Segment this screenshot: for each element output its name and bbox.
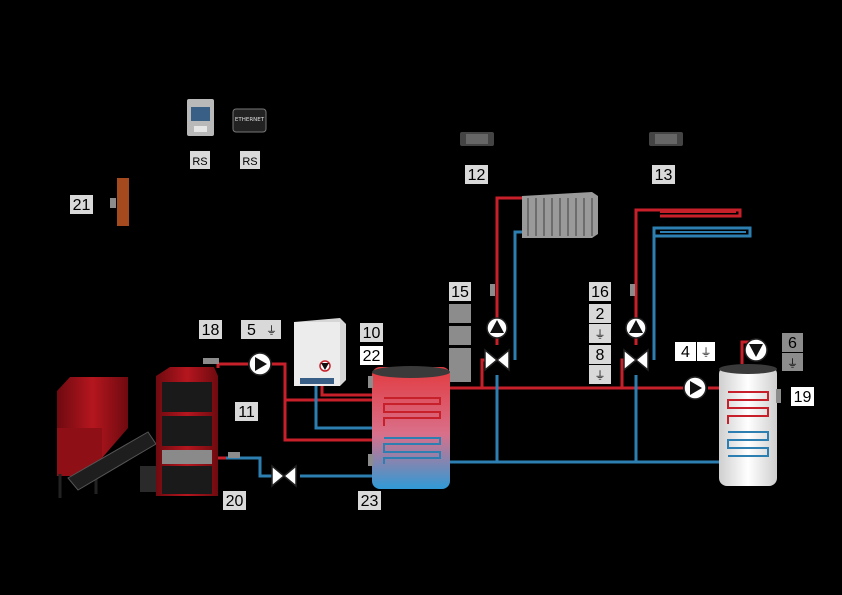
label-10: 10 xyxy=(360,323,383,342)
ground-icon: ⏚ xyxy=(266,324,277,337)
pellet-hopper xyxy=(57,377,128,498)
ground-icon: ⏚ xyxy=(595,328,606,341)
label-20: 20 xyxy=(223,491,246,510)
label-column-16: 16 2 ⏚ 8 ⏚ xyxy=(589,282,611,384)
label-6-text: 6 xyxy=(788,335,797,352)
label-11: 11 xyxy=(235,402,258,421)
label-8-text: 8 xyxy=(596,347,605,364)
label-4-text: 4 xyxy=(681,344,690,361)
p4-label: P4 xyxy=(688,404,701,416)
label-6: 6 ⏚ xyxy=(782,333,803,371)
label-13-text: 13 xyxy=(655,167,673,184)
outdoor-sensor xyxy=(110,178,129,226)
sensor-1 xyxy=(490,284,495,296)
ethernet-label: ETHERNET xyxy=(235,117,265,123)
boiler-sensor-bottom xyxy=(228,452,240,458)
rs-label-1: RS xyxy=(192,156,207,168)
label-5: 5 ⏚ xyxy=(241,320,281,339)
boiler-pump xyxy=(248,352,272,376)
rs-label-2: RS xyxy=(242,156,257,168)
circuit-pump-1 xyxy=(486,317,508,339)
label-19-text: 19 xyxy=(794,389,812,406)
label-22-text: 22 xyxy=(363,348,381,365)
hot-pipes xyxy=(216,196,758,460)
label-13: 13 xyxy=(652,165,675,184)
label-10-text: 10 xyxy=(363,325,381,342)
label-21-text: 21 xyxy=(73,197,91,214)
radiator xyxy=(522,192,598,238)
cold-pipes xyxy=(226,226,752,478)
wall-gas-boiler xyxy=(294,318,346,386)
label-12-text: 12 xyxy=(468,167,486,184)
room-thermostat-2 xyxy=(649,132,683,146)
pump-p4: P4 xyxy=(683,376,707,416)
label-21: 21 xyxy=(70,195,93,214)
label-12: 12 xyxy=(465,165,488,184)
label-11-text: 11 xyxy=(238,404,255,421)
buffer-tank xyxy=(368,366,450,489)
label-19: 19 xyxy=(791,387,814,406)
ground-icon: ⏚ xyxy=(701,346,712,359)
dhw-tank xyxy=(719,364,781,486)
pellet-boiler xyxy=(156,367,218,496)
label-22: 22 xyxy=(360,346,383,365)
label-5-text: 5 xyxy=(247,322,256,339)
label-15-text: 15 xyxy=(451,284,469,301)
room-panel-device xyxy=(187,99,214,136)
mixing-valve-2 xyxy=(623,348,649,372)
ground-icon: ⏚ xyxy=(595,369,606,382)
room-thermostat-1 xyxy=(460,132,494,146)
label-18: 18 xyxy=(199,320,222,339)
sensor-2 xyxy=(630,284,635,296)
boiler-sensor-top xyxy=(203,358,219,364)
circuit-pump-2 xyxy=(625,317,647,339)
label-4: 4 ⏚ xyxy=(675,342,715,361)
label-rs-2: RS xyxy=(240,151,260,169)
label-23: 23 xyxy=(358,491,381,510)
three-way-valve xyxy=(271,464,297,488)
label-23-text: 23 xyxy=(361,493,379,510)
label-column-15: 15 xyxy=(449,282,471,382)
label-2-text: 2 xyxy=(596,306,605,323)
label-16-text: 16 xyxy=(591,284,609,301)
floor-heating-coil xyxy=(660,211,746,233)
mixing-valve-1 xyxy=(484,348,510,372)
label-18-text: 18 xyxy=(202,322,220,339)
ground-icon: ⏚ xyxy=(787,357,798,370)
circulation-pump xyxy=(744,338,768,362)
label-rs-1: RS xyxy=(190,151,210,169)
ethernet-module: ETHERNET xyxy=(232,108,267,133)
label-20-text: 20 xyxy=(226,493,244,510)
